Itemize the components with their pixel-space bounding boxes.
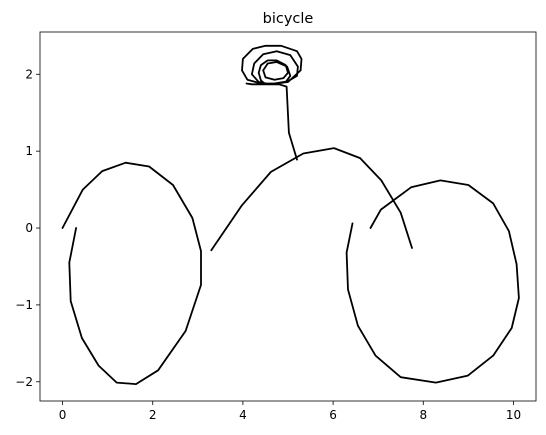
x-tick-label: 8 (419, 408, 427, 422)
series-line-1 (61, 161, 202, 386)
chart-title: bicycle (263, 11, 314, 27)
series-line-3 (345, 179, 520, 384)
x-tick-label: 2 (149, 408, 157, 422)
x-tick-label: 0 (59, 408, 67, 422)
x-tick-label: 4 (239, 408, 247, 422)
x-tick-label: 6 (329, 408, 337, 422)
y-axis: −2 −1 0 1 2 (15, 67, 40, 389)
y-tick-label: 1 (25, 144, 33, 158)
series-line-4 (241, 44, 303, 161)
x-axis: 0 2 4 6 8 10 (59, 401, 521, 422)
axes-frame (39, 31, 537, 402)
series-layer (61, 44, 520, 386)
plot-background (40, 32, 536, 401)
y-tick-label: −1 (15, 298, 33, 312)
y-tick-label: −2 (15, 375, 33, 389)
series-line-2 (210, 147, 413, 252)
x-tick-label: 10 (506, 408, 521, 422)
y-tick-label: 0 (25, 221, 33, 235)
y-tick-label: 2 (25, 67, 33, 81)
